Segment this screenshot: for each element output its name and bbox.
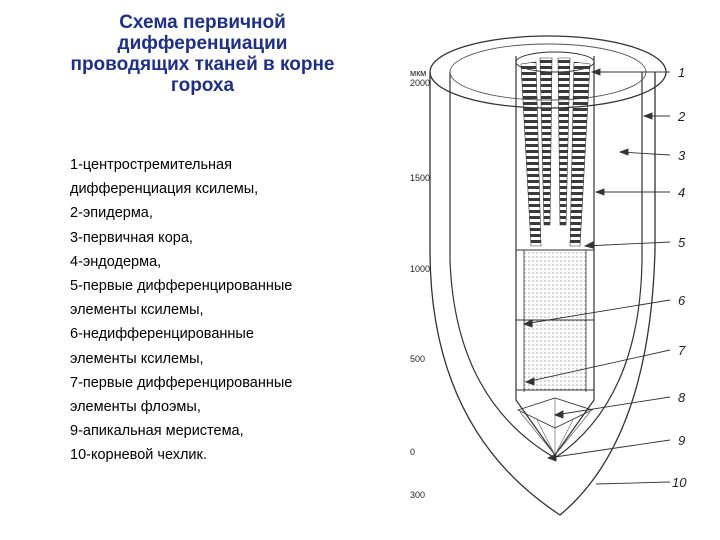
legend-line: 4-эндодерма, — [70, 253, 162, 270]
title-line: проводящих тканей в корне — [70, 54, 335, 75]
callout-number: 9 — [678, 433, 685, 448]
callout-line-7 — [525, 349, 671, 383]
legend-item: 7-первые дифференцированные элементы фло… — [70, 371, 390, 419]
scale-tick: 0 — [410, 447, 415, 457]
legend-list: 1-центростремительная дифференциация кси… — [70, 153, 390, 468]
page-title: Схема первичной дифференциации проводящи… — [20, 12, 385, 96]
arrowhead — [583, 241, 594, 249]
root-cap-outline — [429, 72, 656, 516]
scale-unit: мкм — [410, 68, 426, 78]
callout-lines — [522, 68, 671, 485]
legend-item: 1-центростремительная дифференциация кси… — [70, 153, 390, 201]
xylem-strand-center-left — [539, 57, 553, 226]
legend-item: 9-апикальная меристема, — [70, 419, 390, 443]
xylem-strand-left — [520, 61, 542, 247]
legend-item: 3-первичная кора, — [70, 226, 390, 250]
scale-tick: 300 — [410, 490, 425, 500]
legend-item: 10-корневой чехлик. — [70, 443, 390, 467]
callout-line-8 — [554, 396, 671, 416]
legend-line: 2-эпидерма, — [70, 205, 153, 222]
arrowhead — [546, 453, 557, 462]
callout-number: 7 — [678, 343, 686, 358]
legend-line: 5-первые дифференцированные — [70, 278, 293, 295]
arrowhead — [553, 410, 564, 419]
scale-tick: 1000 — [410, 264, 430, 274]
callout-number: 6 — [678, 293, 686, 308]
scale-tick: 1500 — [410, 173, 430, 183]
callout-number: 1 — [678, 65, 685, 80]
legend-item: 4-эндодерма, — [70, 250, 390, 274]
apical-meristem — [516, 397, 594, 429]
title-line: гороха — [170, 75, 235, 96]
arrowhead — [642, 112, 653, 120]
callout-number: 4 — [678, 185, 685, 200]
xylem-strand-center-right — [557, 57, 571, 226]
arrowhead — [618, 148, 629, 156]
legend-item: 2-эпидерма, — [70, 201, 390, 225]
callout-line-5 — [584, 241, 671, 247]
title-line: дифференциации — [117, 33, 288, 54]
meristem-lines — [519, 398, 591, 456]
title-line: Схема первичной — [119, 12, 286, 33]
callout-line-6 — [523, 299, 671, 325]
callout-number: 10 — [672, 475, 687, 490]
xylem-strand-right — [569, 61, 591, 247]
legend-item: 5-первые дифференцированные элементы кси… — [70, 274, 390, 322]
legend-line: 9-апикальная меристема, — [70, 423, 244, 440]
callout-line-9 — [547, 439, 671, 459]
arrowhead — [590, 68, 601, 76]
legend-line: элементы ксилемы, — [70, 302, 204, 319]
scale-tick: 500 — [410, 354, 425, 364]
callout-number: 8 — [678, 390, 686, 405]
legend-item: 6-недифференцированные элементы ксилемы, — [70, 322, 390, 370]
legend-line: 6-недифференцированные — [70, 326, 254, 343]
callout-number: 3 — [678, 148, 686, 163]
legend-line: 10-корневой чехлик. — [70, 447, 207, 464]
legend-line: 7-первые дифференцированные — [70, 374, 293, 391]
callout-line-10 — [595, 481, 671, 485]
arrowhead — [522, 319, 533, 328]
scale-tick: 2000 — [410, 78, 430, 88]
legend-line: 1-центростремительная — [70, 157, 232, 173]
callout-number: 5 — [678, 235, 686, 250]
callout-number: 2 — [677, 109, 686, 124]
legend-line: элементы флоэмы, — [70, 399, 201, 416]
legend-line: 3-первичная кора, — [70, 229, 193, 246]
legend-line: элементы ксилемы, — [70, 350, 204, 367]
arrowhead — [524, 377, 535, 386]
legend-line: дифференциация ксилемы, — [70, 181, 259, 198]
arrowhead — [594, 188, 605, 196]
